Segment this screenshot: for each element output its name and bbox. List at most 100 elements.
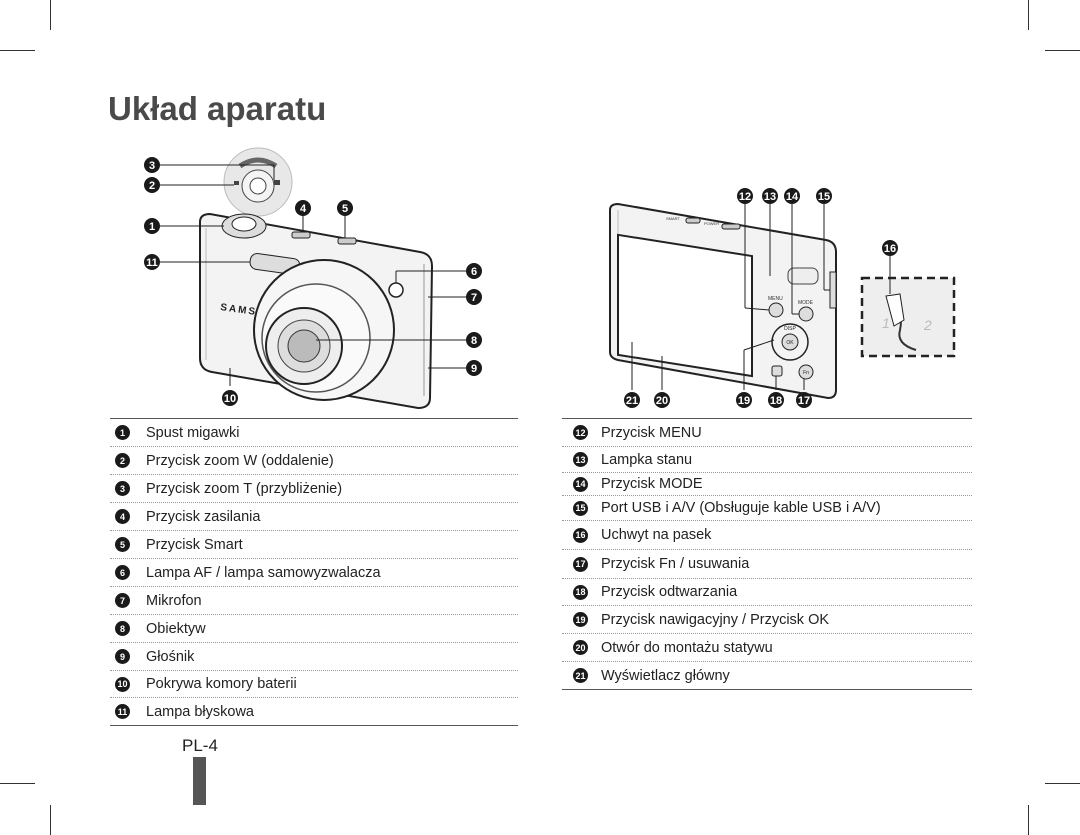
callout-leaders — [631, 204, 891, 390]
legend-row: 9 Głośnik — [110, 643, 518, 671]
svg-text:9: 9 — [471, 363, 477, 375]
legend-number: 12 — [573, 425, 588, 440]
svg-text:20: 20 — [656, 395, 668, 407]
legend-number: 17 — [573, 556, 588, 572]
legend-number: 10 — [115, 676, 130, 692]
svg-text:5: 5 — [342, 203, 348, 215]
legend-number: 19 — [573, 612, 588, 627]
mode-label: MODE — [798, 300, 814, 306]
crop-mark — [0, 50, 35, 51]
svg-text:11: 11 — [146, 257, 158, 269]
svg-text:15: 15 — [818, 191, 830, 203]
navigation-pad: OK DISP — [771, 323, 809, 361]
legend-row: 14 Przycisk MODE — [562, 473, 972, 496]
svg-text:18: 18 — [770, 395, 782, 407]
legend-row: 19 Przycisk nawigacyjny / Przycisk OK — [562, 606, 972, 634]
legend-label: Obiektyw — [146, 620, 206, 637]
legend-label: Przycisk MENU — [601, 424, 702, 441]
smart-button-label: SMART — [666, 216, 680, 221]
legend-label: Przycisk zoom T (przybliżenie) — [146, 480, 343, 497]
camera-back-illustration: SMART POWER MENU MODE OK DISP Fn 1 2 — [609, 188, 956, 408]
camera-front-illustration: SAMSUNG 3 2 1 11 4 5 6 7 8 9 10 — [144, 147, 482, 410]
legend-number: 21 — [573, 668, 588, 683]
svg-text:21: 21 — [626, 395, 638, 407]
callout-7: 7 — [466, 289, 482, 305]
legend-number: 3 — [115, 481, 130, 496]
callout-12: 12 — [737, 188, 753, 204]
svg-text:3: 3 — [149, 160, 155, 172]
strap-inset: 1 2 — [860, 276, 956, 358]
legend-number: 2 — [115, 453, 130, 468]
svg-text:12: 12 — [739, 191, 751, 203]
crop-mark — [1028, 805, 1029, 835]
callout-21: 21 — [624, 392, 640, 408]
callout-16: 16 — [882, 240, 898, 256]
legend-label: Wyświetlacz główny — [601, 667, 730, 684]
legend-row: 21 Wyświetlacz główny — [562, 662, 972, 689]
svg-text:13: 13 — [764, 191, 776, 203]
callout-4: 4 — [295, 200, 311, 216]
callout-19: 19 — [736, 392, 752, 408]
callout-2: 2 — [144, 177, 160, 193]
svg-text:10: 10 — [224, 393, 236, 405]
legend-label: Przycisk MODE — [601, 476, 703, 492]
callout-18: 18 — [768, 392, 784, 408]
page-title: Układ aparatu — [108, 90, 327, 127]
callout-3: 3 — [144, 157, 160, 173]
callout-20: 20 — [654, 392, 670, 408]
legend-label: Przycisk odtwarzania — [601, 584, 738, 600]
page-number: PL-4 — [182, 736, 218, 755]
callout-15: 15 — [816, 188, 832, 204]
legend-number: 13 — [573, 452, 588, 467]
svg-text:1: 1 — [882, 315, 890, 331]
legend-row: 10 Pokrywa komory baterii — [110, 671, 518, 698]
legend-label: Spust migawki — [146, 424, 240, 441]
callout-leaders — [160, 164, 471, 386]
playback-button — [771, 365, 783, 377]
legend-number: 16 — [573, 527, 588, 543]
legend-number: 5 — [115, 537, 130, 552]
crop-mark — [50, 0, 51, 30]
svg-text:17: 17 — [798, 395, 810, 407]
main-display — [617, 233, 753, 378]
svg-text:Fn: Fn — [803, 370, 809, 376]
zoom-detail-inset — [223, 147, 293, 217]
svg-text:7: 7 — [471, 292, 477, 304]
power-button — [291, 231, 311, 239]
legend-label: Pokrywa komory baterii — [146, 676, 297, 692]
callout-11: 11 — [144, 254, 160, 270]
legend-number: 9 — [115, 649, 130, 664]
section-tab — [193, 757, 206, 805]
callout-1: 1 — [144, 218, 160, 234]
legend-number: 8 — [115, 621, 130, 636]
legend-label: Otwór do montażu statywu — [601, 639, 773, 656]
legend-label: Mikrofon — [146, 592, 202, 609]
smart-button — [685, 217, 701, 224]
legend-number: 14 — [573, 476, 588, 492]
legend-row: 8 Obiektyw — [110, 615, 518, 643]
callout-13: 13 — [762, 188, 778, 204]
crop-mark — [1045, 50, 1080, 51]
legend-label: Głośnik — [146, 648, 195, 665]
callout-14: 14 — [784, 188, 800, 204]
legend-row: 16 Uchwyt na pasek — [562, 521, 972, 550]
crop-mark — [0, 783, 35, 784]
legend-number: 15 — [573, 500, 588, 516]
crop-mark — [50, 805, 51, 835]
legend-label: Uchwyt na pasek — [601, 527, 712, 543]
legend-label: Przycisk nawigacyjny / Przycisk OK — [601, 611, 830, 628]
af-lamp — [388, 282, 404, 298]
svg-text:16: 16 — [884, 243, 896, 255]
legend-label: Port USB i A/V (Obsługuje kable USB i A/… — [601, 500, 881, 516]
svg-text:OK: OK — [786, 340, 794, 346]
